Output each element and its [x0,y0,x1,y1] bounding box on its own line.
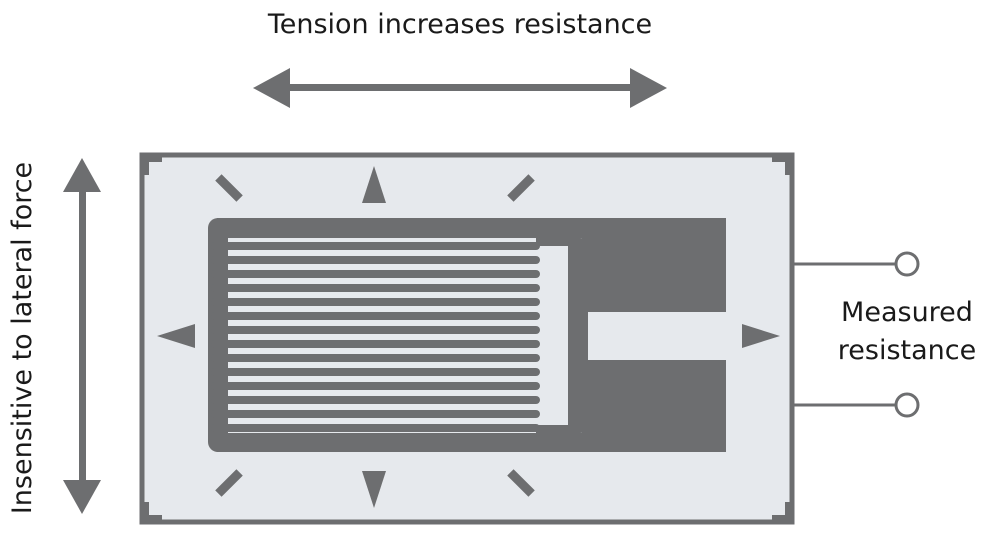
alignment-arrow-left-icon [157,324,195,348]
gauge-backing [139,152,795,525]
alignment-arrow-top-icon [362,166,386,203]
foil-outline-bottom [217,360,726,452]
lead-wires [792,262,896,407]
alignment-dash-top-right [507,174,535,202]
alignment-dash-bottom-left [215,469,243,497]
terminal-top-icon [894,251,920,277]
alignment-dash-bottom-right [507,469,535,497]
foil-grid [208,218,726,452]
foil-outline [217,218,726,312]
alignment-arrow-right-icon [742,324,780,348]
alignment-dash-top-left [215,174,243,202]
tension-label: Tension increases resistance [267,9,652,40]
alignment-arrow-bottom-icon [362,471,386,508]
lateral-arrow-icon [63,158,101,514]
measured-label-line2: resistance [838,335,976,366]
lateral-force-label: Insensitive to lateral force [7,162,38,514]
terminal-bottom-icon [894,392,920,418]
measured-label-line1: Measured [841,297,973,328]
tension-arrow-icon [253,68,667,108]
grid-lines [211,242,540,432]
alignment-markers [157,166,780,508]
